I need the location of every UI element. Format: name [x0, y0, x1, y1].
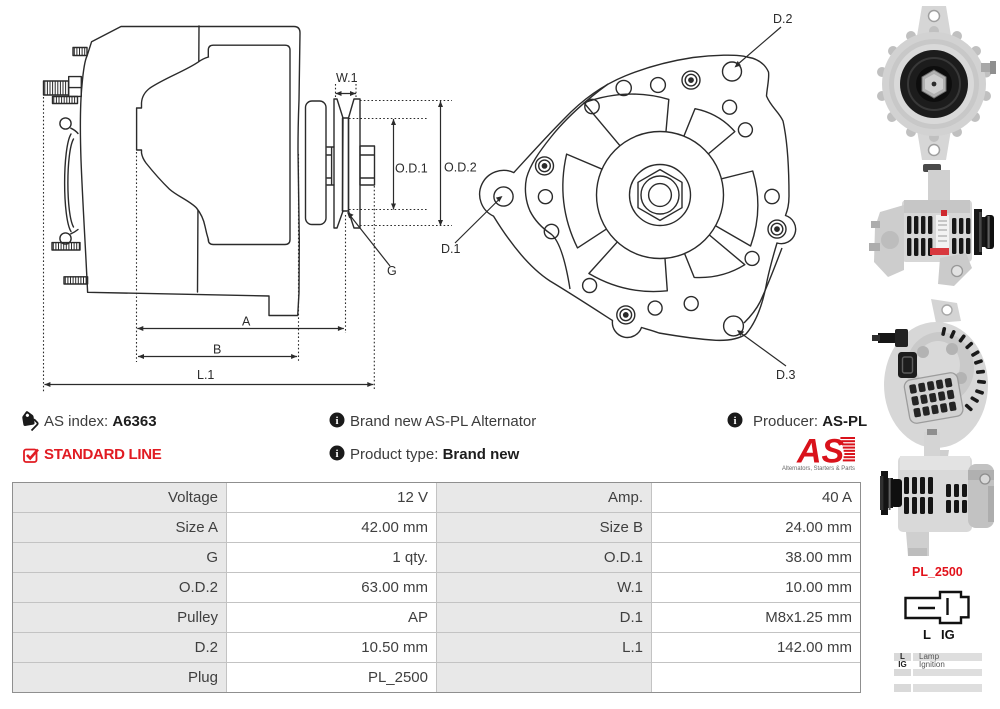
svg-text:W.1: W.1: [336, 71, 358, 85]
svg-text:B: B: [213, 343, 221, 357]
svg-text:G: G: [387, 264, 397, 278]
svg-text:L: L: [923, 627, 931, 642]
svg-text:D.1: D.1: [441, 242, 461, 256]
svg-text:O.D.2: O.D.2: [444, 161, 477, 175]
svg-text:AS: AS: [796, 434, 845, 471]
svg-text:i: i: [335, 448, 338, 460]
svg-text:L.1: L.1: [197, 368, 214, 382]
svg-text:D.3: D.3: [776, 368, 796, 382]
svg-text:O.D.1: O.D.1: [395, 162, 428, 176]
svg-text:D.2: D.2: [773, 12, 793, 26]
svg-text:Alternators, Starters & Parts: Alternators, Starters & Parts: [782, 465, 856, 472]
svg-text:A: A: [242, 315, 251, 329]
svg-text:i: i: [733, 415, 736, 427]
svg-text:IG: IG: [941, 627, 955, 642]
svg-text:i: i: [335, 415, 338, 427]
